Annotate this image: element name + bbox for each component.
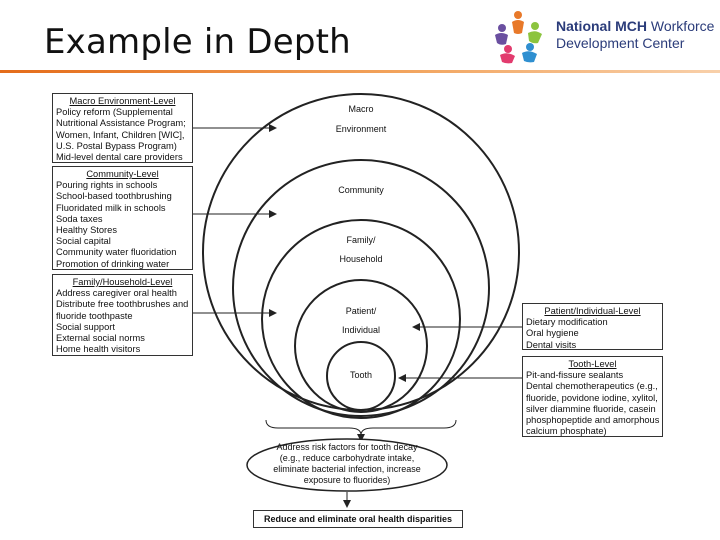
patient-individual-circle — [294, 279, 428, 413]
outcome-box: Reduce and eliminate oral health dispari… — [253, 510, 463, 528]
list-item: External social norms — [56, 333, 145, 344]
list-item: calcium phosphate) — [526, 426, 607, 437]
circle-label-family-1: Family/ — [347, 235, 376, 245]
title-divider — [0, 70, 720, 73]
list-item: Dental chemotherapeutics (e.g., — [526, 381, 658, 392]
tooth-level-heading: Tooth-Level — [568, 359, 617, 369]
risk-factors-oval — [246, 438, 448, 492]
circle-label-patient-1: Patient/ — [346, 306, 377, 316]
list-item: Dental visits — [526, 339, 577, 350]
list-item: Women, Infant, Children [WIC], — [56, 129, 185, 140]
family-level-heading: Family/Household-Level — [72, 277, 173, 287]
circle-label-macro-2: Environment — [336, 124, 387, 134]
circle-label-patient-2: Individual — [342, 325, 380, 335]
risk-factors-line: eliminate bacterial infection, increase — [273, 464, 421, 474]
circle-label-macro-1: Macro — [348, 104, 373, 114]
risk-factors-line: exposure to fluorides) — [303, 475, 391, 485]
list-item: School-based toothbrushing — [56, 191, 172, 202]
list-item: silver diammine fluoride, casein — [526, 403, 656, 414]
list-item: Address caregiver oral health — [56, 288, 177, 299]
family-level-box: Family/Household-Level Address caregiver… — [52, 274, 193, 356]
risk-factors-line: (e.g., reduce carbohydrate intake, — [279, 453, 415, 463]
list-item: Soda taxes — [56, 213, 103, 224]
list-item: Social support — [56, 321, 115, 332]
list-item: Home health visitors — [56, 344, 141, 355]
list-item: Distribute free toothbrushes and — [56, 299, 189, 310]
patient-level-box: Patient/Individual-Level Dietary modific… — [522, 303, 663, 350]
circle-label-tooth: Tooth — [350, 370, 372, 380]
list-item: Fluoridated milk in schools — [56, 202, 166, 213]
list-item: Dietary modification — [526, 317, 608, 328]
patient-level-heading: Patient/Individual-Level — [544, 306, 641, 316]
risk-factors-text: Address risk factors for tooth decay (e.… — [252, 442, 442, 486]
macro-level-heading: Macro Environment-Level — [69, 96, 176, 106]
tooth-level-box: Tooth-Level Pit-and-fissure sealants Den… — [522, 356, 663, 437]
list-item: Healthy Stores — [56, 225, 117, 236]
community-level-box: Community-Level Pouring rights in school… — [52, 166, 193, 270]
list-item: Pouring rights in schools — [56, 180, 158, 191]
logo: National MCH Workforce Development Cente… — [488, 6, 720, 64]
circle-label-community: Community — [338, 185, 384, 195]
list-item: Policy reform (Supplemental — [56, 107, 173, 118]
list-item: phosphopeptide and amorphous — [526, 415, 660, 426]
list-item: Nutritional Assistance Program; — [56, 118, 186, 129]
list-item: Pit-and-fissure sealants — [526, 370, 624, 381]
community-level-heading: Community-Level — [86, 169, 159, 179]
people-logo-icon — [495, 11, 542, 64]
macro-environment-circle — [202, 93, 520, 411]
logo-line2: Development Center — [556, 35, 685, 51]
list-item: fluoride, povidone iodine, xylitol, — [526, 392, 658, 403]
tooth-circle — [326, 341, 396, 411]
list-item: Mid-level dental care providers — [56, 152, 183, 163]
list-item: Social capital — [56, 236, 111, 247]
list-item: U.S. Postal Bypass Program) — [56, 140, 177, 151]
risk-factors-line: Address risk factors for tooth decay — [276, 442, 418, 452]
list-item: Community water fluoridation — [56, 247, 177, 258]
list-item: Promotion of drinking water — [56, 258, 170, 269]
logo-line1-rest: Workforce — [647, 18, 715, 34]
slide-title: Example in Depth — [44, 22, 351, 62]
family-household-circle — [261, 219, 461, 419]
logo-line1-bold: National MCH — [556, 18, 647, 34]
logo-text: National MCH Workforce Development Cente… — [556, 18, 714, 52]
community-circle — [232, 159, 490, 417]
bracket — [265, 419, 457, 436]
circle-label-family-2: Household — [339, 254, 382, 264]
list-item: Oral hygiene — [526, 328, 579, 339]
macro-level-box: Macro Environment-Level Policy reform (S… — [52, 93, 193, 163]
list-item: fluoride toothpaste — [56, 310, 133, 321]
